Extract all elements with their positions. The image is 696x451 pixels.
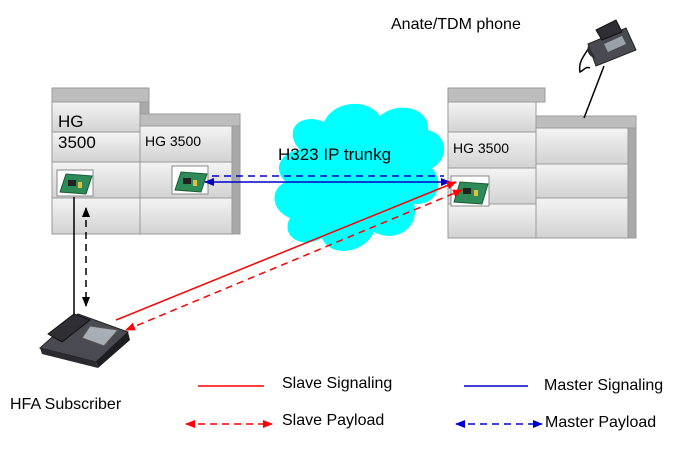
tdm-phone-label: Anate/TDM phone — [391, 16, 521, 33]
legend-slave-payload-label: Slave Payload — [282, 412, 385, 429]
right-rack-a — [447, 87, 546, 239]
trunk-label: H323 IP trunkg — [278, 145, 392, 164]
hg3500-board-icon — [171, 165, 209, 195]
hg3500-board-icon — [450, 175, 490, 207]
legend-slave-signaling-label: Slave Signaling — [282, 375, 393, 392]
desk-phone-icon — [578, 19, 637, 119]
right-system-label: HG 3500 — [453, 140, 510, 156]
hfa-subscriber-label: HFA Subscriber — [10, 396, 122, 413]
left-rack-a — [51, 87, 150, 235]
right-rack-b — [535, 115, 637, 239]
left-system-a-label-line2: 3500 — [58, 133, 96, 152]
legend-master-payload-label: Master Payload — [545, 414, 657, 431]
left-system-b-label: HG 3500 — [145, 133, 202, 149]
legend-master-signaling-label: Master Signaling — [544, 377, 664, 394]
slave-payload-arrow — [125, 189, 463, 331]
left-system-a-label-line1: HG — [58, 112, 84, 131]
desk-phone-icon — [38, 313, 130, 368]
hg3500-board-icon — [56, 169, 94, 197]
ip-cloud — [274, 103, 445, 251]
